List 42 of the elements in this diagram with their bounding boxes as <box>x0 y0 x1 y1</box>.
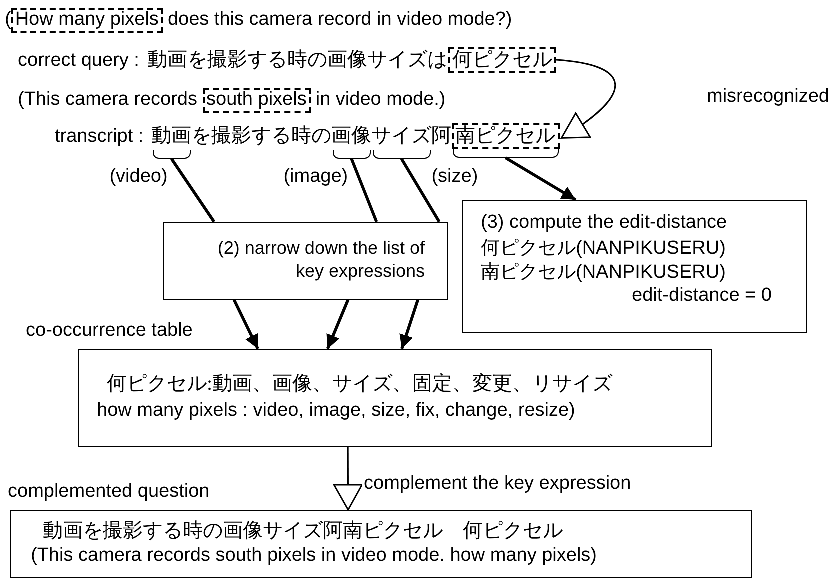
connector-line <box>170 158 216 223</box>
box-heading: complemented question <box>8 481 210 503</box>
text-label: を撮影する時の <box>192 124 332 149</box>
text-label: 動画を撮影する時の画像サイズは <box>147 48 448 73</box>
arrow <box>326 299 350 350</box>
text-label: transcript : <box>55 126 144 148</box>
text-label: correct query : <box>18 50 140 72</box>
text-label: (This camera records <box>18 89 198 111</box>
box-text: 動画を撮影する時の画像サイズ阿南ピクセル 何ピクセル <box>42 519 564 544</box>
text-label: (image) <box>284 166 348 188</box>
box-text: how many pixels : video, image, size, fix, change, resize) <box>96 399 576 423</box>
box-text: 何ピクセル(NANPIKUSERU) <box>480 236 727 260</box>
arrow <box>334 447 363 511</box>
text-label: ( <box>5 9 12 31</box>
arrow <box>556 59 616 139</box>
box-text: 南ピクセル(NANPIKUSERU) <box>480 260 727 284</box>
dashed-highlight: 何ピクセル <box>448 47 556 73</box>
connector-line <box>400 158 441 223</box>
box-heading: co-occurrence table <box>26 320 193 342</box>
text-label: (size) <box>432 166 478 188</box>
process-box <box>462 200 807 333</box>
dashed-highlight: 南ピクセル <box>452 123 560 149</box>
dashed-highlight: south pixels <box>202 88 311 113</box>
connector-line <box>350 158 378 223</box>
edge-label: misrecognized <box>705 86 832 108</box>
box-text: 何ピクセル:動画、画像、サイズ、固定、変更、リサイズ <box>106 372 614 397</box>
text-label: 阿 <box>432 124 452 149</box>
arrow <box>504 156 577 202</box>
box-text: edit-distance = 0 <box>631 284 773 308</box>
keyword: 画像 <box>332 125 372 147</box>
arrow <box>400 300 420 350</box>
text-label: (video) <box>110 166 168 188</box>
keyword: サイズ <box>372 125 432 147</box>
dashed-highlight: How many pixels <box>11 8 163 33</box>
process-box <box>163 222 448 300</box>
keyword: 動画 <box>152 125 192 147</box>
arrow <box>232 299 260 350</box>
box-text: (This camera records south pixels in video mode. how many pixels) <box>30 544 598 568</box>
box-text: (2) narrow down the list of key expressions <box>216 237 426 282</box>
text-label: in video mode.) <box>316 89 446 111</box>
text-label: does this camera record in video mode?) <box>168 9 512 31</box>
box-text: (3) compute the edit-distance <box>480 211 728 235</box>
